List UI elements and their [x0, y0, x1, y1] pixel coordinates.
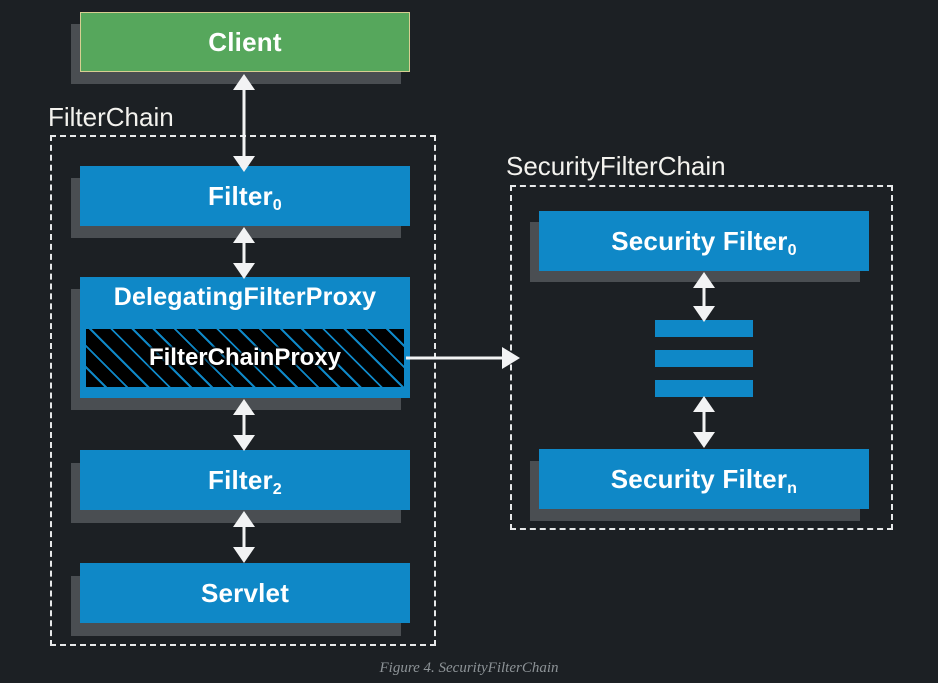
filter0-box-label: Filter0: [208, 181, 282, 214]
arrow-head-down: [233, 435, 255, 451]
filter0-box[interactable]: Filter0: [80, 166, 410, 226]
ellipsis-bar-1: [655, 320, 753, 337]
filterchainproxy-box-label: FilterChainProxy: [148, 344, 342, 371]
filter2-box-label: Filter2: [208, 465, 282, 498]
arrow-delegatingfilterproxy-to-filter2: [229, 399, 259, 451]
arrow-securityfilter0-to-ellipsis: [689, 272, 719, 322]
arrow-stem: [406, 356, 506, 360]
servlet-box-label: Servlet: [200, 578, 290, 608]
arrow-client-to-filter0: [229, 74, 259, 172]
ellipsis-bar-2: [655, 350, 753, 367]
filterchain-group-title: FilterChain: [48, 102, 174, 132]
arrow-head-down: [693, 432, 715, 448]
arrow-stem: [242, 235, 246, 271]
delegatingfilterproxy-box-label: DelegatingFilterProxy: [113, 283, 377, 311]
arrow-head-down: [693, 306, 715, 322]
arrow-stem: [702, 280, 706, 314]
filterchainproxy-box[interactable]: FilterChainProxy: [85, 328, 405, 388]
arrow-stem: [242, 519, 246, 555]
arrow-head-down: [233, 263, 255, 279]
client-box-label: Client: [208, 27, 282, 57]
arrow-stem: [242, 407, 246, 443]
securityfilterchain-group-title: SecurityFilterChain: [506, 151, 726, 181]
arrow-filter0-to-delegatingfilterproxy: [229, 227, 259, 279]
securityfilter0-box-label: Security Filter0: [611, 226, 797, 259]
arrow-head-right: [502, 347, 520, 369]
client-box[interactable]: Client: [80, 12, 410, 72]
figure-caption: Figure 4. SecurityFilterChain: [379, 660, 559, 676]
ellipsis-bar-3: [655, 380, 753, 397]
securityfiltern-box-label: Security Filtern: [610, 464, 798, 497]
arrow-stem: [702, 404, 706, 440]
securityfiltern-box[interactable]: Security Filtern: [539, 449, 869, 509]
arrow-filter2-to-servlet: [229, 511, 259, 563]
securityfilter0-box[interactable]: Security Filter0: [539, 211, 869, 271]
filter2-box[interactable]: Filter2: [80, 450, 410, 510]
servlet-box[interactable]: Servlet: [80, 563, 410, 623]
arrow-ellipsis-to-securityfiltern: [689, 396, 719, 448]
arrow-head-down: [233, 547, 255, 563]
arrow-head-down: [233, 156, 255, 172]
arrow-stem: [242, 82, 246, 164]
arrow-filterchainproxy-to-securityfilterchain: [406, 347, 520, 369]
